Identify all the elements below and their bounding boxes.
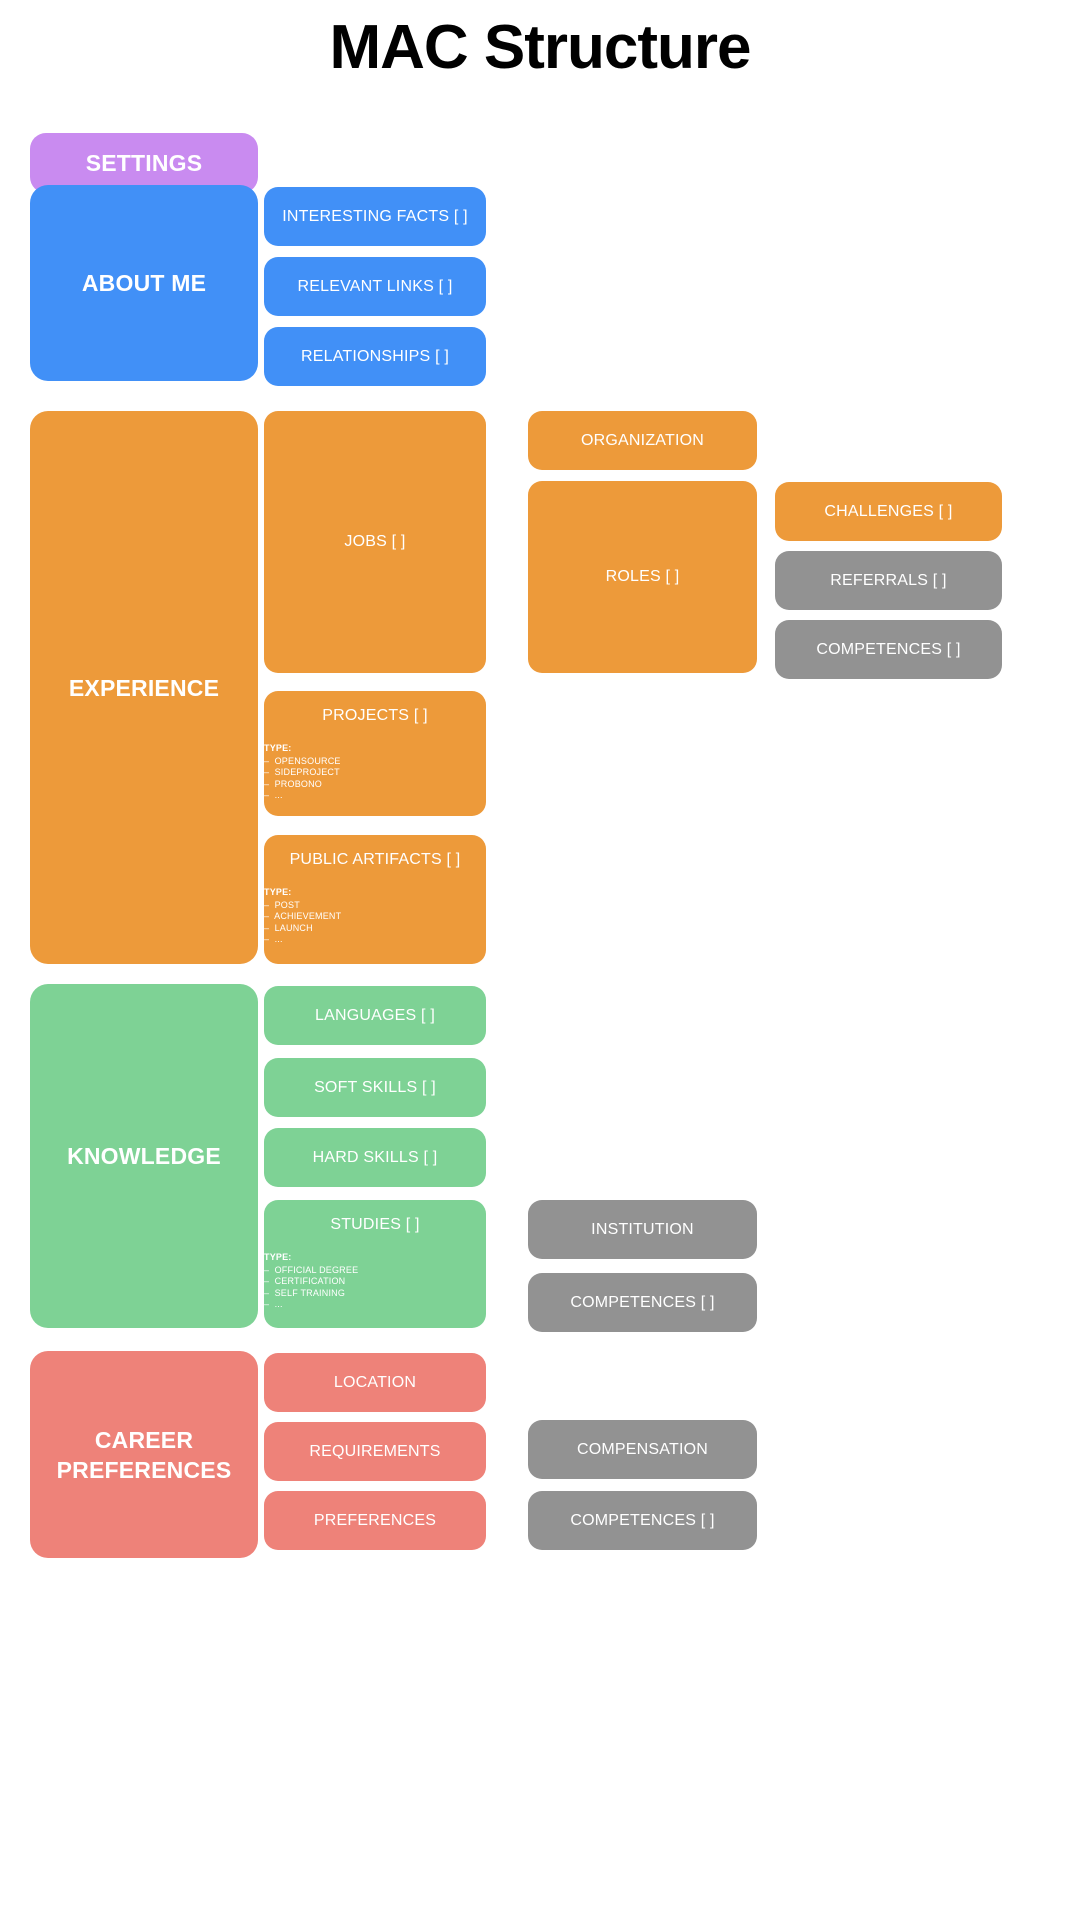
type-label: TYPE:	[264, 743, 292, 753]
type-item: – OPENSOURCE	[264, 755, 341, 766]
node-settings[interactable]: SETTINGS	[30, 133, 258, 193]
node-compensation[interactable]: COMPENSATION	[528, 1420, 757, 1479]
type-item: – PROBONO	[264, 778, 323, 789]
node-hard-skills[interactable]: HARD SKILLS [ ]	[264, 1128, 486, 1187]
node-settings-label: SETTINGS	[85, 149, 203, 176]
node-career-preferences-label: CAREER PREFERENCES	[56, 1426, 232, 1483]
node-competences-career-label: COMPETENCES [ ]	[570, 1511, 715, 1529]
node-challenges[interactable]: CHALLENGES [ ]	[775, 482, 1002, 541]
type-item: – ACHIEVEMENT	[264, 911, 342, 921]
node-knowledge-label: KNOWLEDGE	[67, 1143, 221, 1169]
node-experience[interactable]: EXPERIENCE	[30, 411, 258, 964]
node-jobs-label: JOBS [ ]	[344, 533, 406, 550]
node-hard-skills-label: HARD SKILLS [ ]	[312, 1148, 438, 1166]
type-item: – SIDEPROJECT	[264, 767, 340, 777]
node-relevant-links-label: RELEVANT LINKS [ ]	[297, 277, 453, 295]
type-item: – SELF TRAINING	[264, 1287, 346, 1298]
diagram-canvas: SETTINGS ABOUT ME INTERESTING FACTS [ ] …	[0, 88, 1080, 1908]
node-about-me[interactable]: ABOUT ME	[30, 185, 258, 381]
node-interesting-facts-label: INTERESTING FACTS [ ]	[282, 207, 468, 225]
node-studies-types: TYPE: – OFFICIAL DEGREE – CERTIFICATION …	[264, 1227, 486, 1311]
node-location-label: LOCATION	[333, 1373, 417, 1391]
node-knowledge[interactable]: KNOWLEDGE	[30, 984, 258, 1328]
type-item: – OFFICIAL DEGREE	[264, 1264, 359, 1275]
node-relevant-links[interactable]: RELEVANT LINKS [ ]	[264, 257, 486, 316]
node-referrals-label: REFERRALS [ ]	[830, 571, 947, 589]
type-item: – CERTIFICATION	[264, 1276, 346, 1286]
node-challenges-label: CHALLENGES [ ]	[824, 502, 953, 520]
node-interesting-facts[interactable]: INTERESTING FACTS [ ]	[264, 187, 486, 246]
node-jobs[interactable]: JOBS [ ]	[264, 411, 486, 673]
node-location[interactable]: LOCATION	[264, 1353, 486, 1412]
node-about-me-label: ABOUT ME	[81, 270, 207, 296]
node-public-artifacts-types: TYPE: – POST – ACHIEVEMENT – LAUNCH – ..…	[264, 862, 486, 946]
node-organization[interactable]: ORGANIZATION	[528, 411, 757, 470]
node-roles-label: ROLES [ ]	[605, 568, 680, 585]
node-languages[interactable]: LANGUAGES [ ]	[264, 986, 486, 1045]
node-relationships-label: RELATIONSHIPS [ ]	[300, 347, 450, 365]
node-studies-label: STUDIES [ ]	[330, 1216, 420, 1233]
node-requirements[interactable]: REQUIREMENTS	[264, 1422, 486, 1481]
type-item: – ...	[264, 1299, 283, 1309]
node-competences-knowledge[interactable]: COMPETENCES [ ]	[528, 1273, 757, 1332]
node-languages-label: LANGUAGES [ ]	[315, 1006, 435, 1024]
node-institution-label: INSTITUTION	[591, 1220, 694, 1238]
node-competences-experience[interactable]: COMPETENCES [ ]	[775, 620, 1002, 679]
node-projects[interactable]: PROJECTS [ ] TYPE: – OPENSOURCE – SIDEPR…	[264, 691, 486, 816]
node-competences-experience-label: COMPETENCES [ ]	[816, 640, 961, 658]
node-preferences-label: PREFERENCES	[313, 1511, 437, 1529]
node-studies[interactable]: STUDIES [ ] TYPE: – OFFICIAL DEGREE – CE…	[264, 1200, 486, 1328]
node-competences-career[interactable]: COMPETENCES [ ]	[528, 1491, 757, 1550]
node-projects-types: TYPE: – OPENSOURCE – SIDEPROJECT – PROBO…	[264, 718, 486, 802]
node-public-artifacts[interactable]: PUBLIC ARTIFACTS [ ] TYPE: – POST – ACHI…	[264, 835, 486, 964]
type-item: – ...	[264, 934, 283, 944]
node-referrals[interactable]: REFERRALS [ ]	[775, 551, 1002, 610]
node-institution[interactable]: INSTITUTION	[528, 1200, 757, 1259]
node-career-preferences[interactable]: CAREER PREFERENCES	[30, 1351, 258, 1558]
node-requirements-label: REQUIREMENTS	[309, 1442, 441, 1460]
node-organization-label: ORGANIZATION	[581, 431, 704, 449]
node-preferences[interactable]: PREFERENCES	[264, 1491, 486, 1550]
node-compensation-label: COMPENSATION	[576, 1440, 708, 1458]
node-projects-label: PROJECTS [ ]	[322, 707, 428, 724]
node-competences-knowledge-label: COMPETENCES [ ]	[570, 1293, 715, 1311]
node-roles[interactable]: ROLES [ ]	[528, 481, 757, 673]
type-item: – LAUNCH	[264, 922, 313, 933]
type-item: – POST	[264, 899, 300, 910]
type-label: TYPE:	[264, 1252, 292, 1262]
type-label: TYPE:	[264, 887, 292, 897]
node-soft-skills[interactable]: SOFT SKILLS [ ]	[264, 1058, 486, 1117]
node-relationships[interactable]: RELATIONSHIPS [ ]	[264, 327, 486, 386]
node-experience-label: EXPERIENCE	[68, 674, 220, 701]
node-soft-skills-label: SOFT SKILLS [ ]	[314, 1078, 436, 1096]
type-item: – ...	[264, 790, 283, 800]
page-title: MAC Structure	[329, 13, 751, 82]
node-public-artifacts-label: PUBLIC ARTIFACTS [ ]	[289, 851, 461, 868]
